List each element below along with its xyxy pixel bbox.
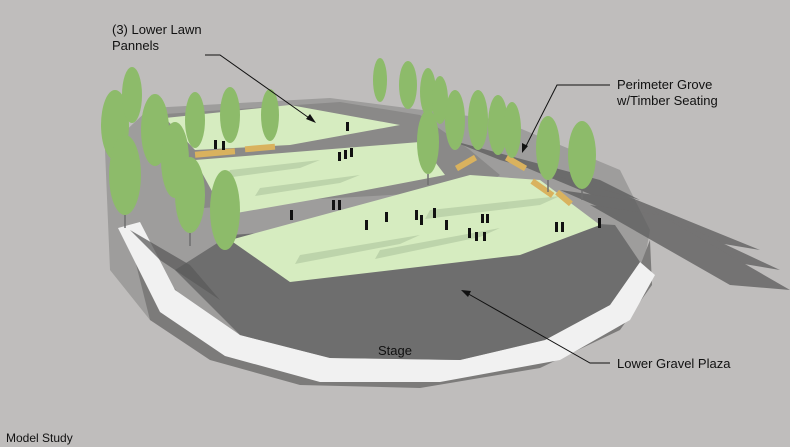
trees-left (101, 67, 279, 250)
arrow-plaza-icon (461, 290, 471, 297)
label-lower-lawn-panels: (3) Lower Lawn Pannels (112, 22, 202, 53)
label-lower-gravel-plaza: Lower Gravel Plaza (617, 356, 731, 371)
trees-right (373, 58, 596, 189)
leader-plaza (464, 291, 610, 364)
arrow-grove-icon (522, 143, 528, 153)
caption-model-study: Model Study (6, 431, 73, 445)
label-stage: Stage (378, 343, 412, 358)
tree-trunks (124, 174, 583, 266)
arrow-lawn-icon (306, 114, 316, 123)
stage-band (118, 222, 655, 382)
leader-grove (524, 84, 610, 149)
leader-lawn (205, 54, 313, 121)
leader-lines (205, 54, 610, 364)
label-perimeter-grove: Perimeter Grove w/Timber Seating (617, 77, 718, 108)
people-figures (214, 122, 601, 241)
timber-seating (194, 143, 573, 207)
leader-arrowheads (306, 114, 528, 297)
lawn-panel-2 (195, 142, 445, 215)
